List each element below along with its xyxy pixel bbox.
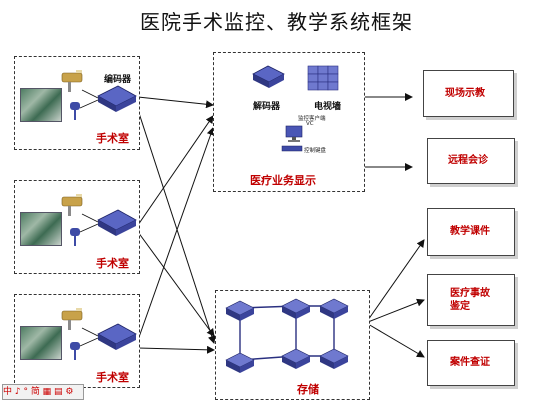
output-accident-appraisal: 医疗事故 鉴定 (427, 274, 515, 326)
monitor-client-sub: VC (306, 121, 314, 127)
storage-node-icon (225, 300, 255, 321)
storage-node-icon (225, 352, 255, 373)
arrow-to-courseware (367, 239, 425, 321)
camera-icon (61, 194, 83, 216)
microphone-icon (70, 342, 80, 360)
output-label: 案件查证 (450, 357, 490, 368)
decoder-label: 解码器 (253, 102, 281, 112)
microphone-icon (70, 228, 80, 246)
storage-node-icon (319, 298, 349, 319)
output-label: 医疗事故 鉴定 (450, 288, 490, 312)
ime-toolbar[interactable]: 中 ♪ ° 简 ▦ ▤ ⚙ (2, 384, 84, 400)
operating-room-label: 手术室 (96, 132, 129, 145)
surgery-photo (20, 212, 62, 246)
output-live-teaching: 现场示教 (423, 70, 514, 117)
display-panel-caption: 医疗业务显示 (250, 174, 316, 187)
storage-node-icon (281, 348, 311, 369)
arrow-or2-storage (137, 231, 215, 337)
output-label: 教学课件 (450, 226, 490, 237)
page-title: 医院手术监控、教学系统框架 (140, 10, 413, 34)
storage-node-icon (319, 348, 349, 369)
arrow-to-case-evidence (367, 323, 425, 358)
monitor-client-icon (285, 125, 303, 142)
monitor-client-label: 监控客户端 (298, 116, 326, 122)
arrow-to-accident (367, 298, 425, 323)
surgery-photo (20, 88, 62, 122)
surgery-photo (20, 326, 62, 360)
tv-wall-icon (307, 65, 339, 91)
output-label: 远程会诊 (448, 155, 488, 166)
arrow-or1-display (137, 96, 214, 109)
arrow-or3-storage (137, 345, 215, 354)
encoder-icon (97, 323, 137, 350)
encoder-label: 编码器 (104, 75, 132, 85)
microphone-icon (70, 102, 80, 120)
output-courseware: 教学课件 (427, 208, 515, 256)
keyboard-icon (281, 145, 303, 152)
camera-icon (61, 308, 83, 330)
decoder-icon (252, 65, 285, 88)
arrow-or1-storage (137, 109, 216, 344)
medical-display-panel (213, 52, 365, 192)
arrow-or2-display (137, 115, 214, 226)
encoder-icon (97, 209, 137, 236)
storage-panel-caption: 存储 (297, 383, 319, 396)
operating-room-label: 手术室 (96, 257, 129, 270)
encoder-icon (97, 85, 137, 112)
keyboard-label: 控制键盘 (304, 148, 327, 154)
camera-icon (61, 70, 83, 92)
storage-node-icon (281, 298, 311, 319)
output-case-evidence: 案件查证 (427, 340, 515, 386)
output-label: 现场示教 (445, 88, 485, 99)
arrow-or3-display (137, 127, 215, 341)
output-remote-consult: 远程会诊 (427, 138, 515, 184)
tv-wall-label: 电视墙 (314, 102, 342, 112)
operating-room-label: 手术室 (96, 371, 129, 384)
